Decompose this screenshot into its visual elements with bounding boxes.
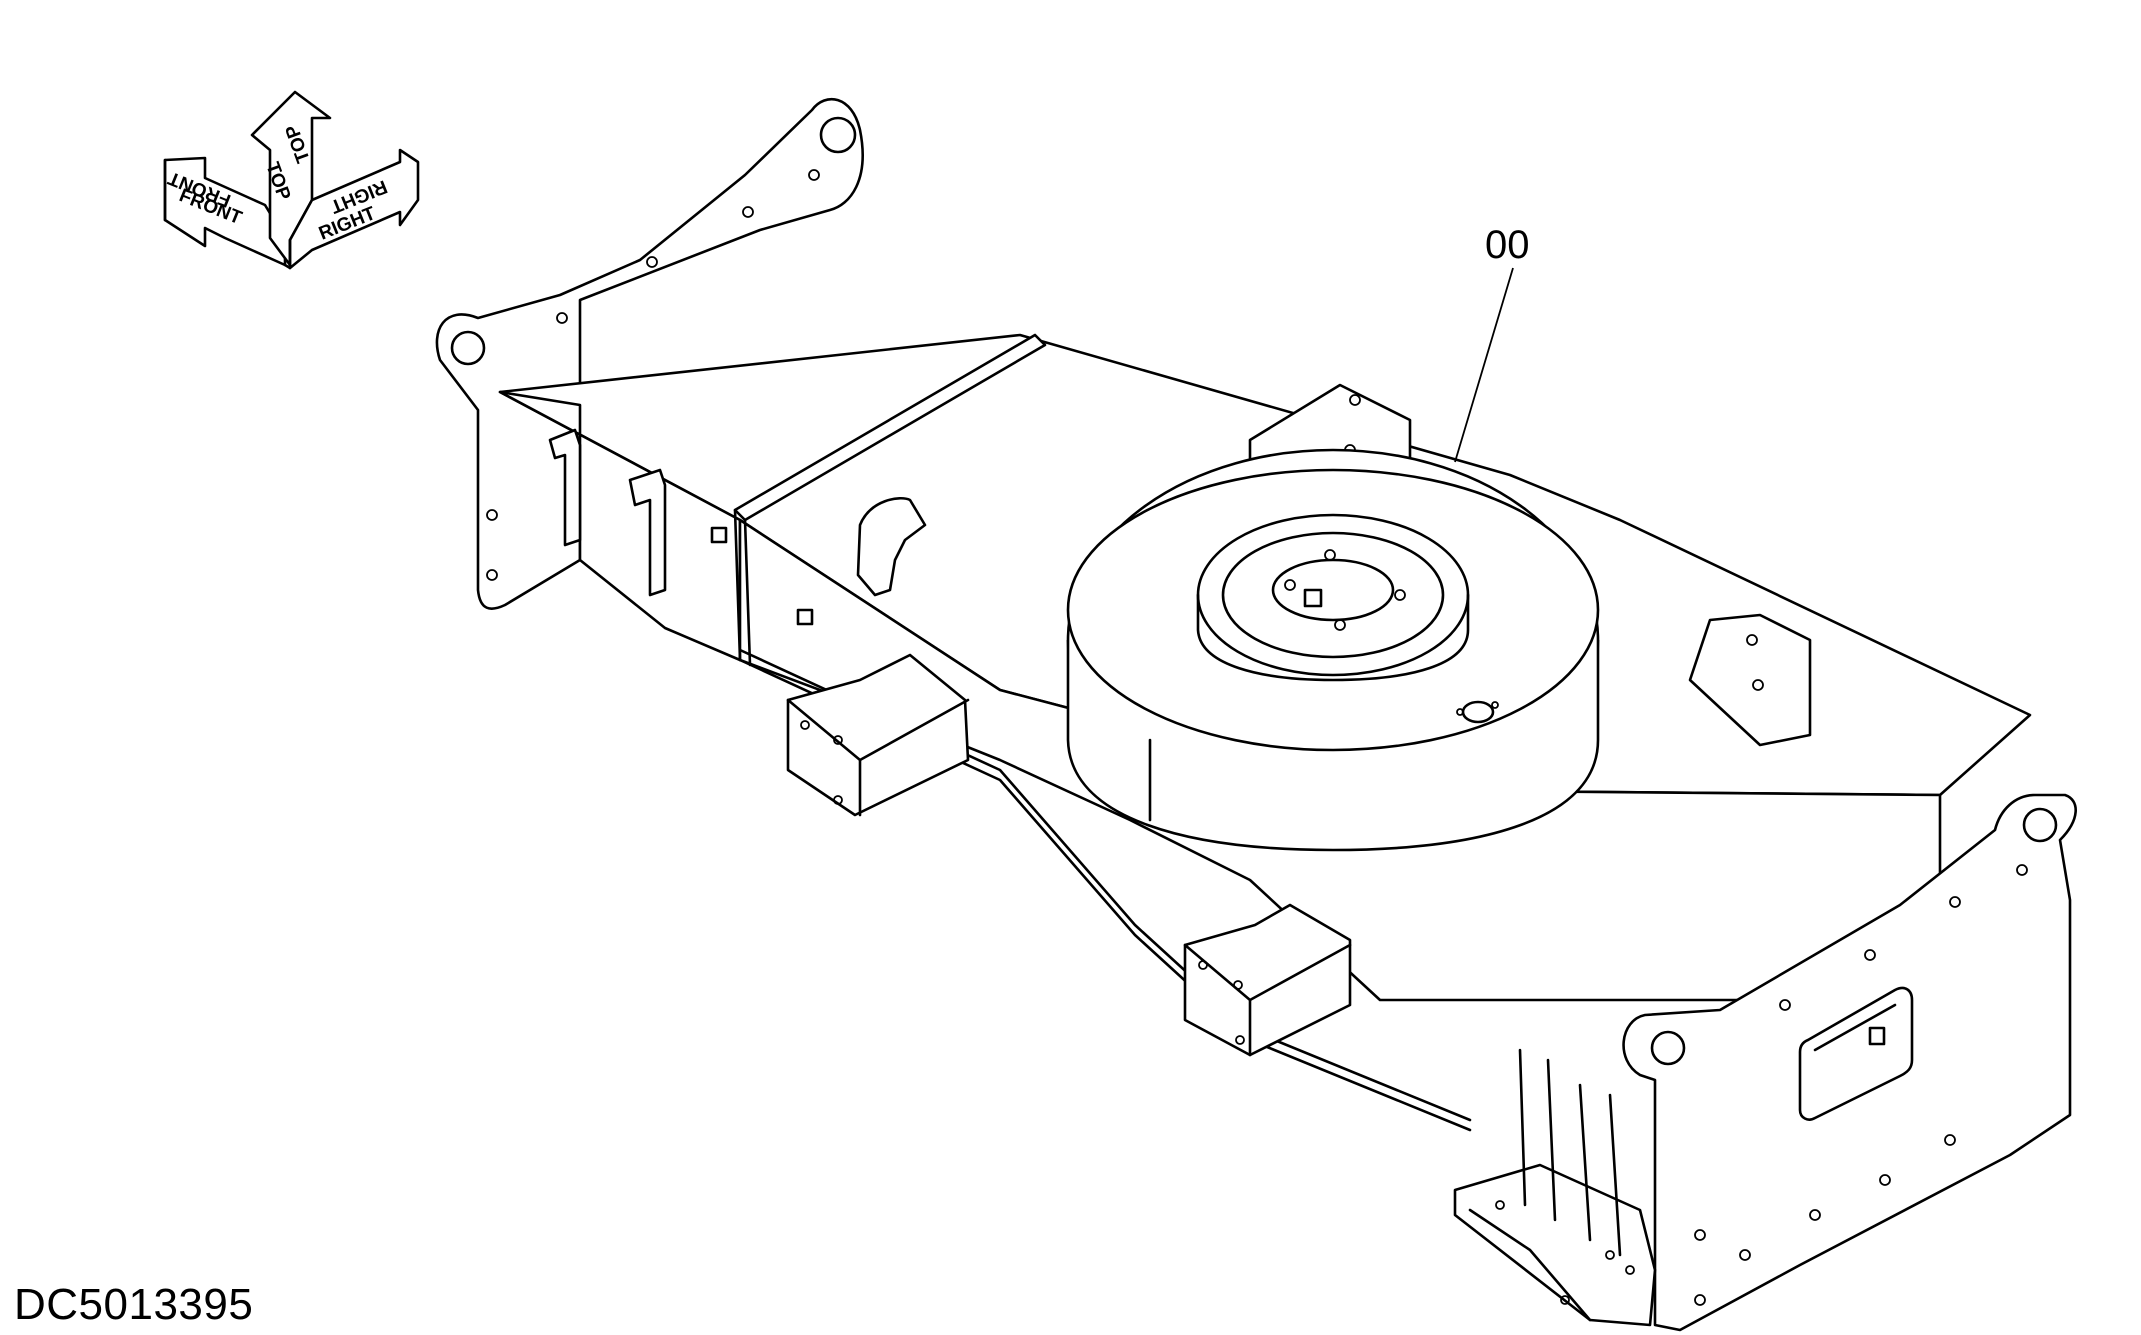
left-clip-1: [548, 428, 582, 547]
callout-label: 00: [1485, 223, 1530, 267]
step-bracket-rear: [1183, 903, 1352, 1057]
left-end-plate: [435, 97, 864, 610]
part-callout: 00: [1454, 223, 1530, 463]
left-clip-2: [628, 468, 667, 597]
center-band: [733, 333, 1047, 522]
lifting-hook: [856, 496, 927, 597]
undercarriage-frame: [435, 97, 2077, 1332]
document-id: DC5013395: [14, 1280, 254, 1329]
access-window: [1798, 986, 1914, 1121]
slewing-ring: [1066, 448, 1600, 852]
rear-bracket-right: [1688, 613, 1812, 747]
orientation-indicator: FRONT FRONT TOP TOP RIGHT RIGHT: [163, 90, 420, 270]
rear-foot: [1453, 1163, 1657, 1327]
step-bracket-front: [786, 653, 970, 817]
callout-leader: [1454, 267, 1514, 463]
